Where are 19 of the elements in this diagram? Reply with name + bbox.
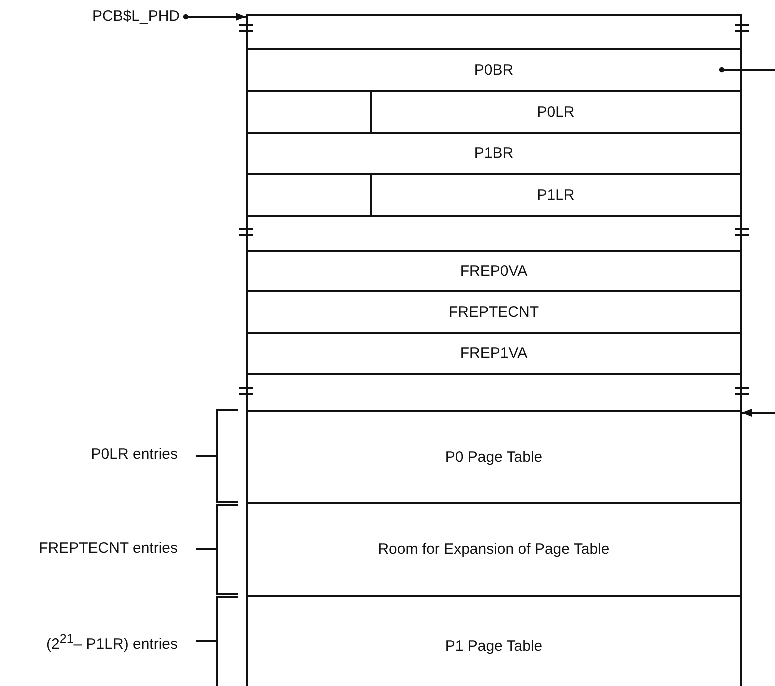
entry-count-label: P0LR entries xyxy=(91,446,178,463)
memory-field: P1BR xyxy=(246,132,742,175)
memory-field: P0BR xyxy=(246,48,742,92)
memory-field: FREPTECNT xyxy=(246,290,742,334)
empty-field xyxy=(246,373,742,412)
pointer-label: PCB$L_PHD xyxy=(40,4,180,28)
memory-field: P0 Page Table xyxy=(246,410,742,504)
memory-field: FREP0VA xyxy=(246,250,742,292)
memory-field: P1LR xyxy=(370,173,742,217)
empty-field xyxy=(246,14,742,50)
memory-field: Room for Expansion of Page Table xyxy=(246,502,742,597)
entry-count-label: (2$^{21}$– P1LR) entries xyxy=(46,632,178,652)
empty-field xyxy=(246,215,742,252)
memory-field: P1 Page Table xyxy=(246,595,742,686)
memory-field: FREP1VA xyxy=(246,332,742,375)
arrow xyxy=(742,409,775,417)
empty-field xyxy=(246,173,372,217)
arrow xyxy=(183,13,246,21)
entry-count-label: FREPTECNT entries xyxy=(39,540,178,556)
